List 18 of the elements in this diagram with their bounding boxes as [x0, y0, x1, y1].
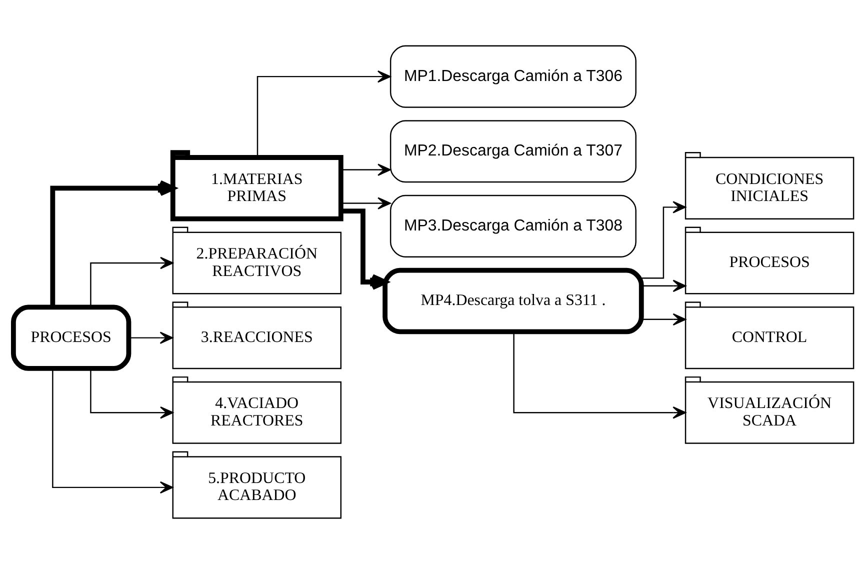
node-box: MP1.Descarga Camión a T306 [390, 45, 636, 108]
arrow [341, 197, 391, 210]
arrow [50, 180, 176, 307]
arrow [90, 256, 174, 307]
node-box: PROCESOS [10, 304, 132, 371]
arrow [90, 368, 174, 419]
arrow [256, 70, 391, 158]
arrow [52, 368, 174, 494]
node-box: MP3.Descarga Camión a T308 [390, 194, 636, 258]
arrow [513, 332, 686, 419]
node-box: MP2.Descarga Camión a T307 [390, 120, 636, 183]
arrow [341, 208, 388, 290]
arrow [642, 313, 686, 326]
arrow [128, 332, 174, 344]
node-box: MP4.Descarga tolva a S311 . [382, 268, 644, 334]
arrow [642, 280, 686, 292]
arrow [642, 201, 686, 279]
arrow [341, 164, 391, 176]
